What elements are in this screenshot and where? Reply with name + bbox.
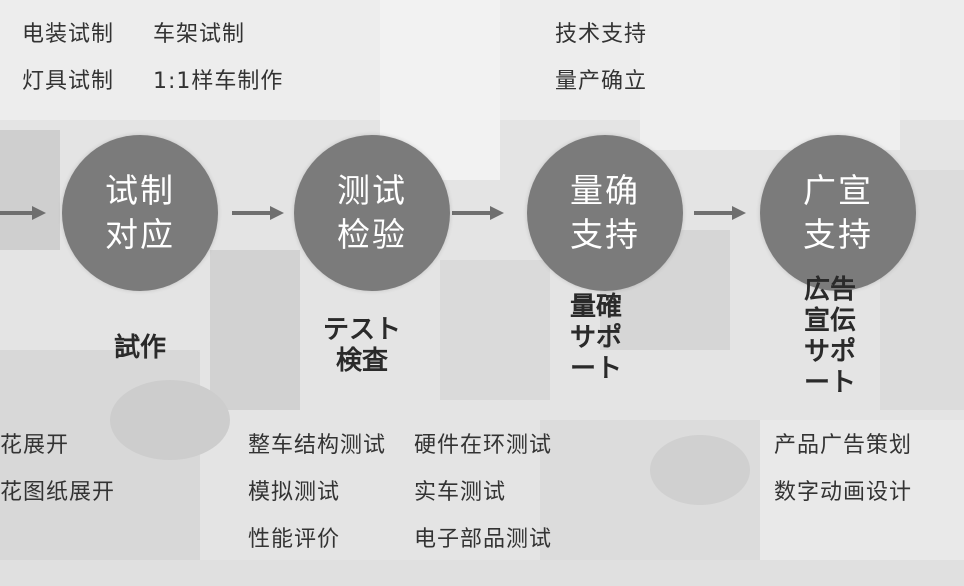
step-circle-mass-production: 量确 支持 (527, 135, 683, 291)
top-left-item: 车架试制 (153, 22, 246, 47)
top-right-item: 量产确立 (555, 69, 648, 94)
step-label-line2: 对应 (105, 215, 175, 254)
step-label-line1: 量确 (570, 171, 640, 210)
bottom-item: 硬件在环测试 (414, 433, 553, 458)
step-japanese-label: テスト 検査 (322, 315, 401, 376)
arrow-right-icon (0, 206, 46, 220)
step-label-line1: 测试 (337, 171, 407, 210)
bottom-item: 产品广告策划 (774, 433, 913, 458)
top-right-item: 技术支持 (555, 22, 648, 47)
step-japanese-label: 試作 (113, 333, 166, 363)
step-label-line1: 广宣 (803, 171, 873, 210)
bottom-item: 花图纸展开 (0, 480, 116, 505)
step-label-line2: 支持 (803, 215, 873, 254)
top-left-item: 灯具试制 (22, 69, 115, 94)
bottom-item: 整车结构测试 (248, 433, 387, 458)
bottom-item: 实车测试 (414, 480, 507, 505)
step-circle-trial: 试制 对应 (62, 135, 218, 291)
step-label-line2: 检验 (337, 215, 407, 254)
step-circle-testing: 测试 检验 (294, 135, 450, 291)
bottom-item: 电子部品测试 (414, 527, 553, 552)
arrow-right-icon (232, 206, 284, 220)
bottom-item: 模拟测试 (248, 480, 341, 505)
step-circle-promotion: 广宣 支持 (760, 135, 916, 291)
bottom-item: 花展开 (0, 433, 70, 458)
step-japanese-label: 広告 宣伝 サポ ート (803, 275, 856, 398)
step-label-line2: 支持 (570, 215, 640, 254)
top-left-item: 电装试制 (22, 22, 115, 47)
arrow-right-icon (694, 206, 746, 220)
bottom-item: 性能评价 (248, 527, 341, 552)
step-japanese-label: 量確 サポ ート (569, 292, 622, 384)
step-label-line1: 试制 (105, 171, 175, 210)
top-left-item: 1:1样车制作 (153, 69, 284, 94)
bottom-item: 数字动画设计 (774, 480, 913, 505)
arrow-right-icon (452, 206, 504, 220)
